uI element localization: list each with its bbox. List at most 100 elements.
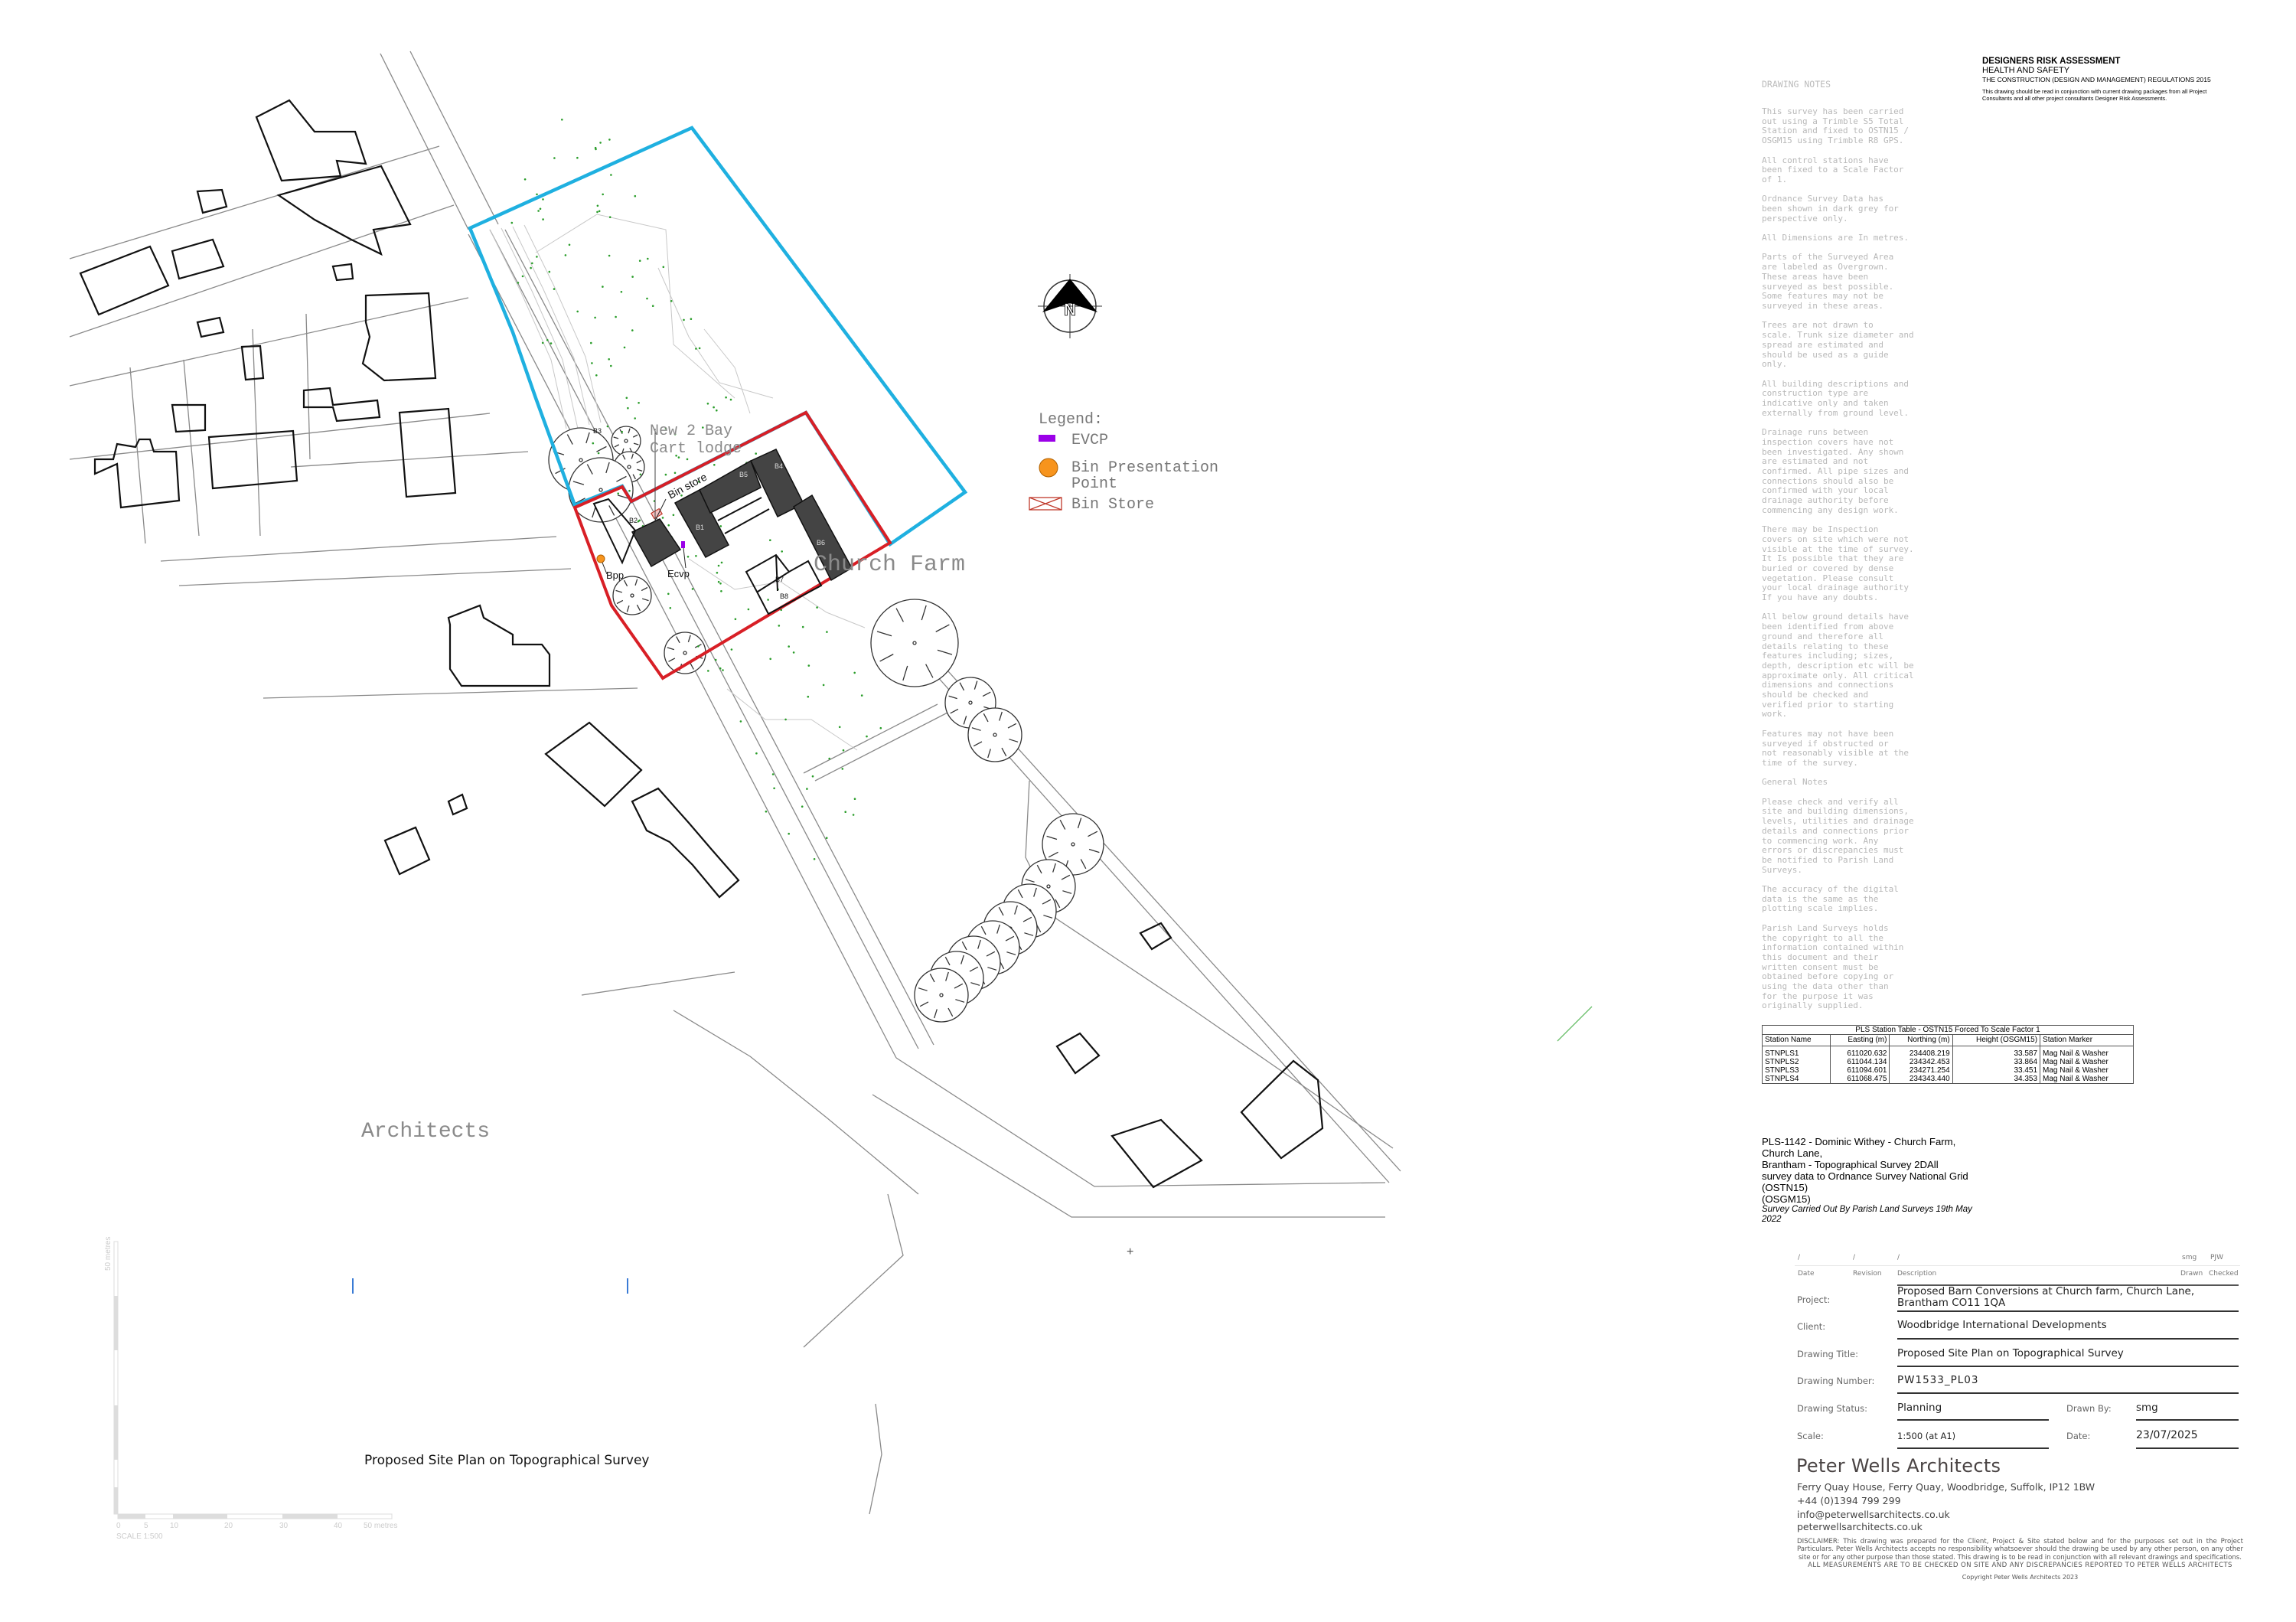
survey-point	[539, 207, 542, 211]
b5-label: B5	[739, 471, 748, 478]
survey-info-line: (OSTN15)	[1762, 1182, 1808, 1193]
station-table: PLS Station Table - OSTN15 Forced To Sca…	[1762, 1025, 2134, 1084]
neighbouring-building	[447, 604, 551, 687]
col-header: Height (OSGM15)	[1952, 1034, 2041, 1046]
survey-point	[617, 492, 619, 494]
survey-point	[687, 556, 690, 558]
neighbouring-building	[1139, 922, 1172, 951]
survey-point	[651, 305, 654, 308]
survey-point	[596, 204, 599, 207]
drawing-status-value: Planning	[1897, 1402, 1942, 1414]
bin-store-leader	[654, 498, 667, 521]
practice-name: Peter Wells Architects	[1796, 1455, 2001, 1477]
cart-lodge-label: New 2 Bay	[650, 423, 732, 440]
survey-point	[542, 198, 544, 201]
survey-point	[765, 810, 768, 813]
survey-point	[564, 254, 567, 256]
survey-point	[769, 539, 771, 541]
station-cell: STNPLS4	[1762, 1075, 1831, 1084]
drawing-note: All building descriptions and constructi…	[1762, 378, 1910, 418]
rev-drawn-value: smg	[2182, 1254, 2197, 1261]
neighbouring-building	[93, 438, 181, 509]
station-cell: 234408.219	[1889, 1046, 1953, 1058]
neighbouring-building	[631, 787, 740, 899]
date-value: 23/07/2025	[2136, 1429, 2198, 1441]
station-cell: Mag Nail & Washer	[2043, 1066, 2108, 1075]
survey-point	[822, 684, 825, 687]
survey-point	[713, 406, 715, 409]
drawing-status-label: Drawing Status:	[1797, 1403, 1867, 1414]
survey-point	[788, 832, 790, 835]
b8-label: B8	[780, 592, 788, 600]
building-b7-b8-outline	[745, 553, 823, 615]
drawing-note: This survey has been carried out using a…	[1762, 106, 1910, 146]
survey-point	[722, 669, 724, 671]
practice-email[interactable]: info@peterwellsarchitects.co.uk	[1797, 1509, 1950, 1520]
survey-point	[610, 174, 612, 176]
drawing-note: Parish Land Surveys holds the copyright …	[1762, 922, 1904, 1011]
station-cell: 611020.632	[1830, 1046, 1890, 1058]
survey-point	[673, 433, 677, 436]
disclaimer: DISCLAIMER: This drawing was prepared fo…	[1797, 1538, 2243, 1562]
survey-point	[595, 374, 598, 377]
drawing-note: All below ground details have been ident…	[1762, 612, 1914, 720]
survey-point	[606, 425, 609, 428]
survey-point	[602, 286, 604, 288]
rev-date-header: Date	[1798, 1270, 1815, 1278]
rev-date-value: /	[1798, 1254, 1801, 1261]
practice-website[interactable]: peterwellsarchitects.co.uk	[1797, 1521, 1923, 1532]
neighbouring-building	[398, 407, 457, 498]
survey-point	[596, 211, 598, 214]
scale-label: Scale:	[1797, 1431, 1824, 1441]
survey-point	[686, 458, 689, 461]
survey-point	[531, 262, 533, 265]
station-cell: 611094.601	[1830, 1066, 1890, 1075]
survey-point	[677, 456, 680, 459]
survey-point	[646, 297, 648, 300]
drawing-notes: This survey has been carried out using a…	[1762, 106, 1938, 1021]
drawing-title-value: Proposed Site Plan on Topographical Surv…	[1897, 1347, 2124, 1359]
survey-point	[672, 514, 675, 517]
red-line-application-boundary	[572, 410, 892, 680]
survey-point	[510, 221, 514, 224]
survey-point	[690, 318, 693, 321]
survey-point	[537, 210, 540, 212]
station-cell: Mag Nail & Washer	[2043, 1049, 2108, 1058]
drawing-note: General Notes	[1762, 777, 1828, 788]
survey-point	[680, 494, 683, 497]
survey-point	[716, 409, 718, 412]
survey-point	[695, 555, 697, 557]
rev-checked-header: Checked	[2209, 1270, 2239, 1278]
survey-point	[828, 757, 830, 760]
survey-point	[647, 257, 649, 260]
tree-icon	[870, 599, 959, 687]
station-cell: 234342.453	[1889, 1058, 1953, 1066]
rev-description-value: /	[1897, 1254, 1900, 1261]
survey-point	[811, 775, 814, 778]
survey-point	[826, 631, 828, 633]
neighbouring-building	[79, 245, 170, 316]
survey-point	[860, 694, 863, 697]
client-label: Client:	[1797, 1321, 1826, 1332]
legend: Legend: EVCP Bin Presentation Point Bin …	[1029, 411, 1218, 514]
survey-point	[590, 341, 592, 344]
neighbouring-building	[240, 344, 265, 381]
scale-tick: 50 metres	[364, 1522, 397, 1530]
neighbouring-building	[255, 99, 367, 182]
survey-point	[713, 464, 716, 466]
survey-point	[638, 519, 641, 522]
church-farm-label: Church Farm	[814, 552, 965, 578]
rev-divider	[1795, 1265, 2240, 1266]
survey-point	[608, 139, 611, 141]
rev-drawn-header: Drawn	[2180, 1270, 2203, 1278]
survey-point	[599, 142, 602, 144]
survey-point	[621, 430, 623, 433]
survey-point	[561, 119, 563, 121]
survey-point	[784, 718, 787, 721]
practice-address: Ferry Quay House, Ferry Quay, Woodbridge…	[1797, 1481, 2095, 1493]
drawn-by-label: Drawn By:	[2066, 1403, 2112, 1414]
label-leader-lines	[602, 562, 608, 575]
scale-caption: SCALE 1:500	[116, 1532, 163, 1541]
underline	[1897, 1366, 2239, 1367]
